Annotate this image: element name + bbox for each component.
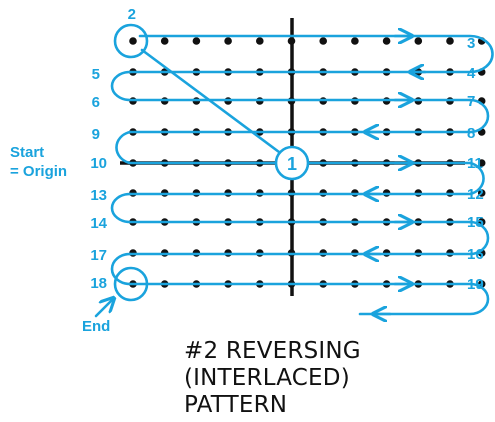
loop-3-4 — [128, 34, 494, 74]
end-circle — [113, 266, 149, 302]
end-pointer-arrow — [94, 298, 114, 318]
start-label: Start = Origin — [10, 144, 67, 180]
grid-dot — [192, 37, 201, 45]
row-label-right: 3 — [467, 35, 475, 52]
scan-path — [94, 23, 494, 318]
loop-14-15 — [128, 220, 490, 256]
row-label-right: 11 — [467, 155, 483, 172]
grid-dot — [477, 159, 486, 167]
row-label-right: 19 — [467, 276, 484, 293]
grid-dot — [382, 37, 391, 45]
grid-dot — [414, 37, 423, 45]
start-label-line-2: = Origin — [10, 163, 67, 180]
reversing-pattern-diagram: 1 2 5 6 9 10 13 14 17 18 3 4 7 8 11 12 1… — [10, 6, 494, 335]
grid-dot — [160, 37, 169, 45]
left-row-labels: 2 5 6 9 10 13 14 17 18 — [90, 6, 136, 292]
grid-dot — [319, 37, 328, 45]
caption-line-2: (INTERLACED) — [184, 365, 350, 391]
row-label-right: 12 — [467, 186, 484, 203]
caption-line-1: #2 REVERSING — [184, 338, 361, 364]
grid-dot — [477, 189, 486, 197]
row-label-left: 5 — [92, 66, 100, 83]
row-label-left: 6 — [92, 94, 100, 111]
row-label-left: 2 — [128, 6, 136, 23]
row-label-right: 15 — [467, 214, 484, 231]
row-label-left: 9 — [92, 126, 100, 143]
diagram-caption: #2 REVERSING (INTERLACED) PATTERN — [184, 338, 489, 419]
caption-line-3: PATTERN — [184, 392, 288, 418]
row-label-left: 14 — [90, 215, 107, 232]
loop-10-11 — [128, 161, 485, 196]
loop-12-13 — [110, 192, 472, 224]
row-label-right: 4 — [467, 65, 476, 82]
row-label-left: 10 — [90, 155, 107, 172]
start-label-line-1: Start — [10, 144, 44, 161]
row-label-right: 8 — [467, 125, 475, 142]
loop-8-9 — [115, 130, 277, 165]
origin-circle — [274, 145, 310, 181]
grid-dot — [287, 37, 296, 45]
start-circle — [113, 23, 149, 59]
diagonal-path — [140, 48, 285, 157]
row-label-right: 16 — [467, 246, 484, 263]
row-label-right: 7 — [467, 93, 475, 110]
grid-dot — [224, 37, 232, 45]
loop-6-7 — [128, 98, 490, 134]
grid-dot — [351, 37, 359, 45]
loop-4-5 — [110, 70, 472, 102]
row-label-left: 13 — [90, 187, 107, 204]
end-label: End — [82, 318, 110, 335]
grid-dot — [446, 37, 454, 45]
grid-dot — [129, 37, 137, 45]
grid-dot — [255, 37, 264, 45]
loop-16-17 — [110, 252, 490, 316]
row-label-left: 17 — [90, 247, 107, 264]
origin-marker-label: 1 — [287, 154, 297, 174]
right-row-labels: 3 4 7 8 11 12 15 16 19 — [467, 35, 484, 293]
row-label-left: 18 — [90, 275, 107, 292]
